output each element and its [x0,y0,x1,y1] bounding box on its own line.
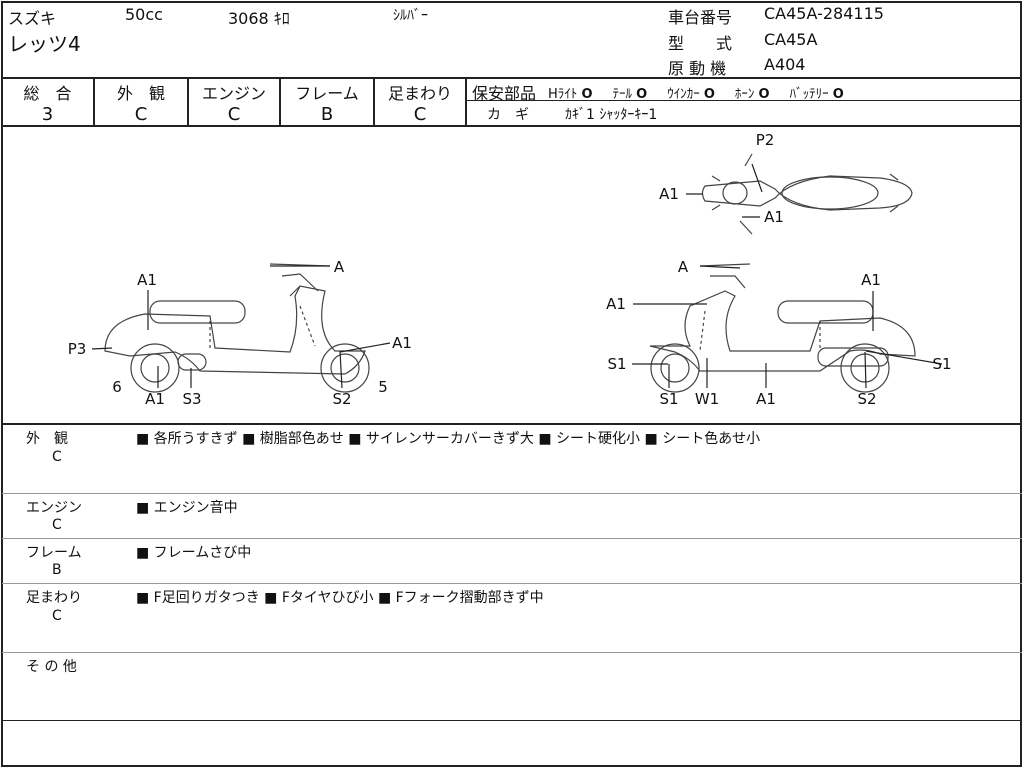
engine-label: 原 動 機 [668,59,727,78]
damage-label: S2 [332,390,352,408]
note-grade: C [52,608,62,624]
divider [2,583,1022,584]
divider [2,423,1022,425]
scooter-top-view [701,153,913,235]
note-text: ■ エンジン音中 [136,500,238,516]
divider [373,78,375,125]
divider [465,78,467,125]
divider [2,493,1022,494]
divider [279,78,281,125]
note-grade: B [52,562,62,578]
damage-label: A1 [659,185,679,203]
note-label: そ の 他 [26,659,77,675]
note-grade: C [52,449,62,465]
damage-label: P3 [67,340,87,358]
damage-label: A1 [764,208,784,226]
divider [2,652,1022,653]
scooter-diagram [91,153,943,393]
damage-label: S1 [607,355,627,373]
keys-value: ｶｷﾞ1 ｼｬｯﾀｰｷｰ1 [565,107,658,123]
note-text: ■ F足回りガタつき ■ Fタイヤひび小 ■ Fフォーク摺動部きず中 [136,590,544,606]
damage-label: S1 [932,355,952,373]
type-value: CA45A [764,30,818,49]
safety-parts: 保安部品 Hﾗｲﾄ O ﾃｰﾙ O ｳｲﾝｶｰ O ﾎｰﾝ O ﾊﾞｯﾃﾘｰ O [472,84,844,103]
divider [2,538,1022,539]
damage-label: A1 [137,271,157,289]
damage-label: 5 [378,378,388,396]
damage-label: A1 [392,334,412,352]
damage-label: S1 [659,390,679,408]
damage-label: P2 [755,131,775,149]
divider [466,100,1022,101]
divider [187,78,189,125]
note-label: エンジン [26,500,82,516]
damage-label: A1 [606,295,626,313]
note-label: フレーム [26,545,82,561]
damage-label: A [333,258,345,276]
frame-no: CA45A-284115 [764,4,884,23]
note-label: 外 観 [26,431,68,447]
color: ｼﾙﾊﾞｰ [393,8,428,24]
displacement: 50cc [125,5,163,24]
note-label: 足まわり [26,590,82,606]
type-label: 型 式 [668,34,733,53]
frame-no-label: 車台番号 [668,8,733,27]
damage-label: W1 [694,390,720,408]
note-text: ■ フレームさび中 [136,545,252,561]
damage-label: A1 [861,271,881,289]
divider [2,125,1022,127]
damage-label: A1 [145,390,165,408]
divider [2,720,1022,721]
damage-label: 6 [112,378,122,396]
damage-label: A1 [756,390,776,408]
damage-label: S3 [182,390,202,408]
damage-label: S2 [857,390,877,408]
divider [93,78,95,125]
note-text: ■ 各所うすきず ■ 樹脂部色あせ ■ サイレンサーカバーきず大 ■ シート硬化… [136,431,761,447]
scooter-left-view [104,263,370,393]
note-grade: C [52,517,62,533]
keys-label: カ ギ [487,107,529,123]
leader-lines [91,163,943,389]
maker: スズキ [8,9,57,28]
divider [2,77,1022,79]
damage-label: A [677,258,689,276]
engine-value: A404 [764,55,806,74]
model-name: レッツ4 [8,32,81,56]
mileage: 3068 ｷﾛ [228,9,290,28]
